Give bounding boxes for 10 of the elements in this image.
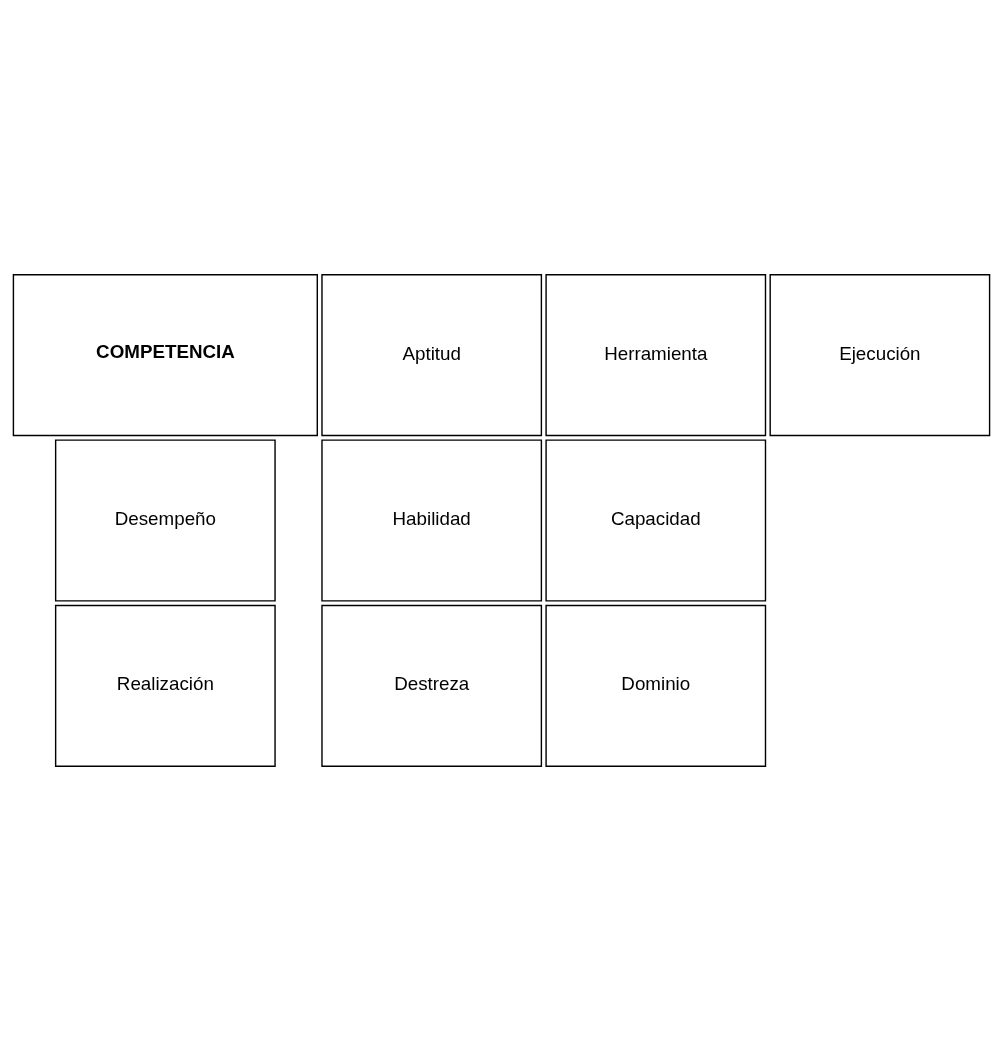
node-box: Realización xyxy=(54,604,276,767)
node-box: Ejecución xyxy=(769,274,991,437)
node-box: COMPETENCIA xyxy=(12,274,318,437)
node-box: Herramienta xyxy=(545,274,767,437)
node-box: Desempeño xyxy=(54,439,276,602)
node-box: Dominio xyxy=(545,604,767,767)
node-box: Habilidad xyxy=(321,439,543,602)
node-box: Aptitud xyxy=(321,274,543,437)
node-box: Capacidad xyxy=(545,439,767,602)
node-box: Destreza xyxy=(321,604,543,767)
